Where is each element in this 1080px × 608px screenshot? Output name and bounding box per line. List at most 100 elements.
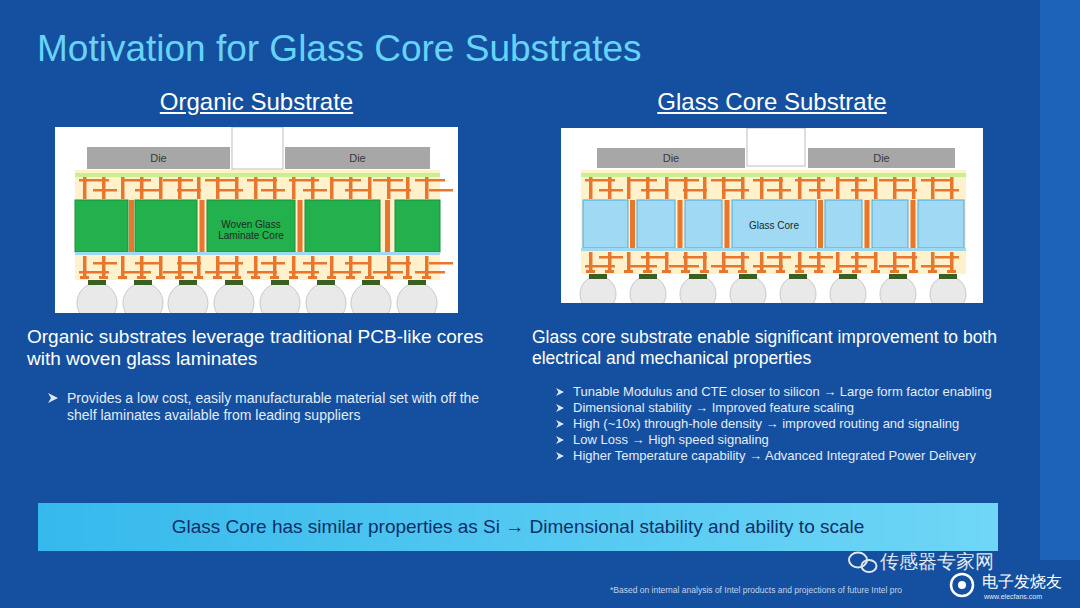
through-hole <box>298 200 303 252</box>
solder-ball <box>214 283 254 313</box>
ball-pad <box>639 274 657 279</box>
via <box>140 174 144 199</box>
via-pad <box>624 270 633 273</box>
ball-pad <box>134 280 152 285</box>
via <box>235 174 239 199</box>
buildup-layer <box>75 170 440 200</box>
through-hole <box>385 200 390 252</box>
via <box>741 174 745 199</box>
via-pad <box>232 276 241 279</box>
via-pad <box>586 270 595 273</box>
ball-pad <box>317 280 335 285</box>
via-pad <box>643 270 652 273</box>
core-block <box>732 200 816 248</box>
watermark-icon <box>849 553 877 573</box>
trace <box>429 262 453 265</box>
through-hole <box>129 200 134 252</box>
solder-resist <box>75 173 440 177</box>
bullet-text: High (~10x) through-hole density → impro… <box>573 416 959 432</box>
core-block <box>918 200 964 248</box>
via <box>140 256 144 276</box>
via-pad <box>118 276 127 279</box>
trace <box>641 189 665 192</box>
ball-pad <box>589 274 607 279</box>
trace <box>415 179 445 182</box>
via-pad <box>909 270 918 273</box>
via <box>722 252 726 270</box>
solder-ball <box>580 276 616 303</box>
via <box>159 256 163 276</box>
via <box>387 256 391 276</box>
ball-pad <box>362 280 380 285</box>
via <box>330 174 334 199</box>
via <box>950 252 954 270</box>
solder-ball <box>123 283 163 313</box>
via <box>102 174 106 199</box>
via-pad <box>681 270 690 273</box>
solder-ball <box>680 276 716 303</box>
via-pad <box>80 276 89 279</box>
via <box>684 174 688 199</box>
solder-ball <box>930 276 966 303</box>
via <box>425 256 429 276</box>
via <box>646 174 650 199</box>
solder-ball <box>397 283 437 313</box>
trace <box>205 179 235 182</box>
substrate-illustration <box>561 128 983 312</box>
via-pad <box>605 270 614 273</box>
via-pad <box>175 276 184 279</box>
ball-pad <box>408 280 426 285</box>
core-label-box: Glass Core <box>735 213 813 237</box>
via-pad <box>795 270 804 273</box>
ball-pad <box>689 274 707 279</box>
node-label: Die <box>349 152 366 164</box>
trace <box>711 265 741 268</box>
via-pad <box>270 276 279 279</box>
core-skin <box>581 248 966 251</box>
via <box>741 252 745 270</box>
ball-pad <box>789 274 807 279</box>
summary-band: Glass Core has similar properties as Si … <box>38 503 998 551</box>
via <box>893 252 897 270</box>
via <box>722 174 726 199</box>
via-pad <box>137 276 146 279</box>
via <box>235 256 239 276</box>
trace <box>205 271 235 274</box>
via-pad <box>776 270 785 273</box>
trace <box>935 189 959 192</box>
via <box>703 252 707 270</box>
via <box>311 174 315 199</box>
trace <box>303 262 327 265</box>
via <box>874 252 878 270</box>
watermark: 电子发烧友 <box>982 573 1062 591</box>
trace <box>303 189 327 192</box>
center-chip <box>232 127 283 169</box>
via-pad <box>156 276 165 279</box>
via <box>874 174 878 199</box>
die-box: Die <box>597 148 745 168</box>
trace <box>921 265 951 268</box>
via <box>608 252 612 270</box>
die-body <box>597 148 745 168</box>
substrate-stack <box>580 128 966 303</box>
via <box>83 256 87 276</box>
via <box>779 252 783 270</box>
via-pad <box>403 276 412 279</box>
buildup-layer <box>75 255 440 280</box>
via <box>912 174 916 199</box>
via-pad <box>719 270 728 273</box>
trace <box>247 271 277 274</box>
via <box>425 174 429 199</box>
through-hole <box>865 200 870 248</box>
through-hole <box>911 200 916 248</box>
core-label-box: Woven Glass Laminate Core <box>210 211 292 249</box>
core-block <box>207 200 295 252</box>
via-pad <box>852 270 861 273</box>
trace <box>809 256 833 259</box>
via <box>330 256 334 276</box>
via-pad <box>947 270 956 273</box>
watermark: www.elecfans.com <box>984 592 1042 601</box>
side-strip <box>1040 0 1080 560</box>
via <box>931 174 935 199</box>
trace <box>331 179 361 182</box>
